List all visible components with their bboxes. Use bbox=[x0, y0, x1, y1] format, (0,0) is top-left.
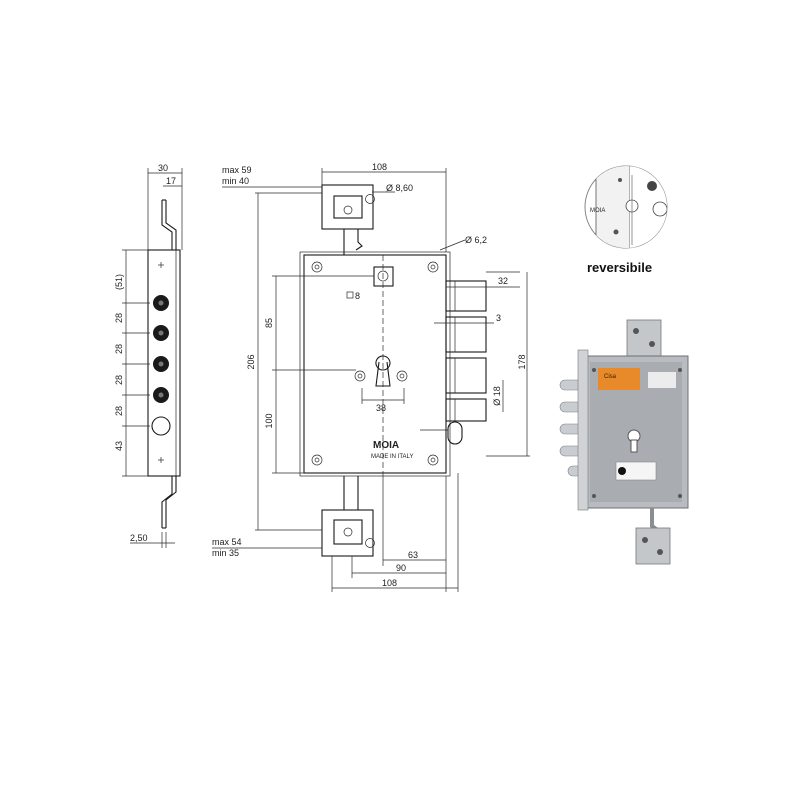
front-bolts bbox=[420, 280, 487, 445]
dim-bolt-dia: Ø 18 bbox=[492, 386, 502, 406]
side-bolts bbox=[151, 295, 171, 436]
dim-side-pitch-4: 28 bbox=[114, 406, 124, 416]
dim-top-108: 108 bbox=[372, 162, 387, 172]
lock-photo: Cisa bbox=[559, 319, 689, 565]
dim-side-first: (51) bbox=[114, 274, 124, 290]
reversible-detail: MOIA reversibile bbox=[584, 165, 668, 275]
dim-bottom-max: max 54 bbox=[212, 537, 242, 547]
dim-side-width: 30 bbox=[158, 163, 168, 173]
dim-top-max: max 59 bbox=[222, 165, 252, 175]
dim-upper-85: 85 bbox=[264, 318, 274, 328]
dim-side-pitch-2: 28 bbox=[114, 344, 124, 354]
dim-side-last: 43 bbox=[114, 441, 124, 451]
dim-lower-100: 100 bbox=[264, 413, 274, 428]
dim-spindle: 8 bbox=[355, 291, 360, 301]
side-view: 30 17 (51) bbox=[114, 163, 183, 548]
dim-backset-63: 63 bbox=[408, 550, 418, 560]
dim-bolt-span: 178 bbox=[517, 354, 527, 369]
dim-hole-case: Ø 6,2 bbox=[465, 235, 487, 245]
dim-height-206: 206 bbox=[246, 354, 256, 369]
dim-hole-top: Ø 8,60 bbox=[386, 183, 413, 193]
dim-cylinder-spacing: 38 bbox=[376, 403, 386, 413]
made-in-italy: MADE IN ITALY bbox=[371, 454, 413, 460]
dim-side-pitch-1: 28 bbox=[114, 313, 124, 323]
front-view: 8 38 MOIA MADE IN ITALY bbox=[212, 162, 530, 592]
dim-side-pitch-3: 28 bbox=[114, 375, 124, 385]
brand-moia: MOIA bbox=[373, 440, 399, 451]
dim-bottom-108: 108 bbox=[382, 578, 397, 588]
case-screws bbox=[311, 261, 439, 466]
dim-width-90: 90 bbox=[396, 563, 406, 573]
dim-bolt-projection: 32 bbox=[498, 276, 508, 286]
dim-side-thickness: 2,50 bbox=[130, 533, 148, 543]
dim-top-min: min 40 bbox=[222, 176, 249, 186]
detail-brand: MOIA bbox=[590, 208, 605, 214]
reversibile-label: reversibile bbox=[587, 260, 652, 275]
photo-brand: Cisa bbox=[604, 374, 617, 380]
dim-bolt-gap: 3 bbox=[496, 313, 501, 323]
dim-bottom-min: min 35 bbox=[212, 548, 239, 558]
dim-side-offset: 17 bbox=[166, 176, 176, 186]
